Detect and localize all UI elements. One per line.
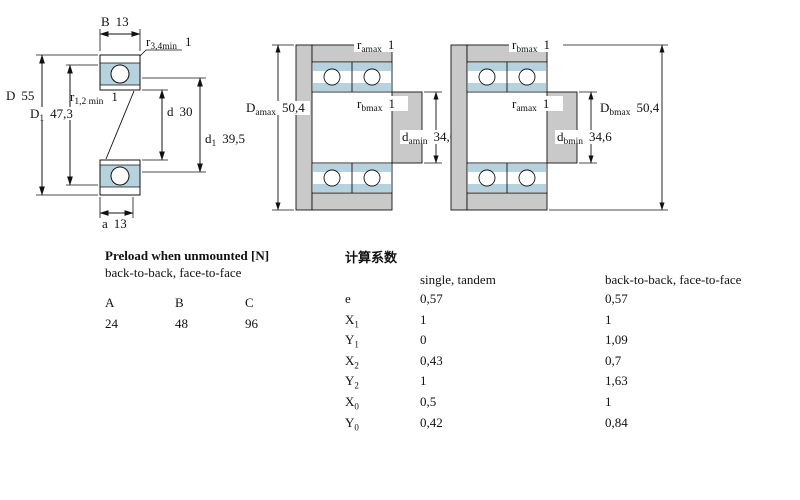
factor-row-label: e	[345, 291, 351, 306]
housing-bottom-2	[466, 192, 548, 211]
factors-table: single, tandem back-to-back, face-to-fac…	[345, 272, 800, 435]
housing-left-2	[450, 44, 468, 211]
factor-value: 1,63	[605, 373, 628, 389]
preload-subtitle: back-to-back, face-to-face	[105, 265, 242, 280]
factors-corner-cell	[345, 272, 420, 288]
factor-value: 0,7	[605, 352, 622, 368]
factor-value: 1	[420, 311, 427, 327]
factor-row-label: X1	[345, 311, 359, 330]
factor-value: 0,84	[605, 414, 628, 430]
calculation-factors-section: 计算系数 single, tandem back-to-back, face-t…	[345, 247, 800, 435]
preload-section: Preload when unmounted [N] back-to-back,…	[105, 247, 315, 332]
factor-value: 0,5	[420, 393, 437, 409]
preload-header-c: C	[245, 295, 254, 310]
ball-top	[110, 64, 130, 84]
factor-value: 0,42	[420, 414, 443, 430]
factors-col2-header: back-to-back, face-to-face	[605, 272, 742, 287]
preload-header-a: A	[105, 295, 115, 310]
factor-value: 1,09	[605, 332, 628, 348]
factor-value: 0,57	[605, 291, 628, 306]
factor-value: 1	[605, 311, 612, 327]
factor-row-label: Y1	[345, 332, 359, 350]
factor-row-label: X2	[345, 352, 359, 371]
housing-left-1	[295, 44, 313, 211]
factor-value: 1	[420, 373, 427, 389]
factors-title: 计算系数	[345, 250, 398, 265]
factor-value: 0,57	[420, 291, 443, 306]
preload-title: Preload when unmounted [N]	[105, 248, 270, 263]
housing-bottom-1	[311, 192, 393, 211]
preload-value-b: 48	[175, 316, 188, 331]
preload-value-c: 96	[245, 316, 258, 331]
factor-row-label: Y0	[345, 414, 359, 433]
factor-row-label: X0	[345, 393, 359, 412]
factor-value: 1	[605, 393, 612, 409]
factor-row-label: Y2	[345, 373, 359, 391]
preload-table: A B C 24 48 96	[105, 294, 315, 332]
preload-header-b: B	[175, 295, 184, 310]
preload-value-a: 24	[105, 316, 118, 331]
ball-bottom	[110, 166, 130, 186]
factors-col1-header: single, tandem	[420, 272, 496, 287]
factor-value: 0	[420, 332, 427, 348]
contact-angle-line	[105, 90, 135, 160]
factor-value: 0,43	[420, 352, 443, 368]
